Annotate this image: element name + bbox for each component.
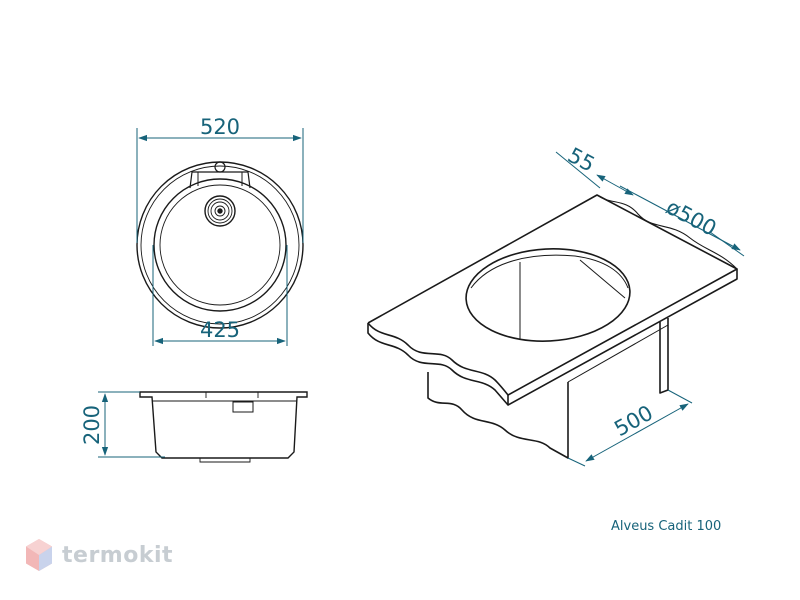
- bowl-width-label: 425: [200, 318, 240, 342]
- top-width-label: 520: [200, 115, 240, 139]
- sink-cutout: [465, 248, 631, 342]
- cabinet-width-label: 500: [610, 401, 657, 441]
- brand-name: termokit: [62, 542, 174, 568]
- edge-offset-label: 55: [564, 143, 599, 177]
- overflow-icon: [189, 161, 251, 189]
- cabinet-left-panel: [427, 372, 569, 459]
- brand-logo: termokit: [24, 535, 173, 575]
- model-caption: Alveus Cadit 100: [611, 519, 722, 534]
- countertop-front-wavy-edge: [367, 322, 509, 396]
- sink-bowl-edge: [153, 178, 287, 312]
- countertop-right-thickness: [507, 269, 738, 406]
- countertop-isometric: [367, 194, 738, 459]
- dimension-depth: [98, 391, 165, 458]
- cabinet-right-panel: [659, 318, 669, 394]
- sink-bowl-inner-edge: [159, 184, 281, 306]
- drain-strainer-icon: [204, 195, 236, 227]
- countertop-top-edges: [367, 194, 738, 396]
- sink-top-view: [136, 161, 304, 329]
- sink-rim-inner-edge: [140, 165, 300, 325]
- hexagon-cube-icon: [26, 539, 52, 571]
- depth-label: 200: [80, 405, 104, 445]
- dimension-bowl-width: [152, 245, 288, 346]
- sink-outer-rim: [136, 161, 304, 329]
- dimension-cutout-diameter: [619, 185, 745, 257]
- dimension-cabinet-width: [567, 389, 693, 467]
- countertop-front-thickness: [367, 323, 509, 406]
- dimension-edge-offset: [555, 151, 634, 196]
- dimension-top-width: [136, 128, 304, 243]
- sink-side-section: [139, 391, 308, 463]
